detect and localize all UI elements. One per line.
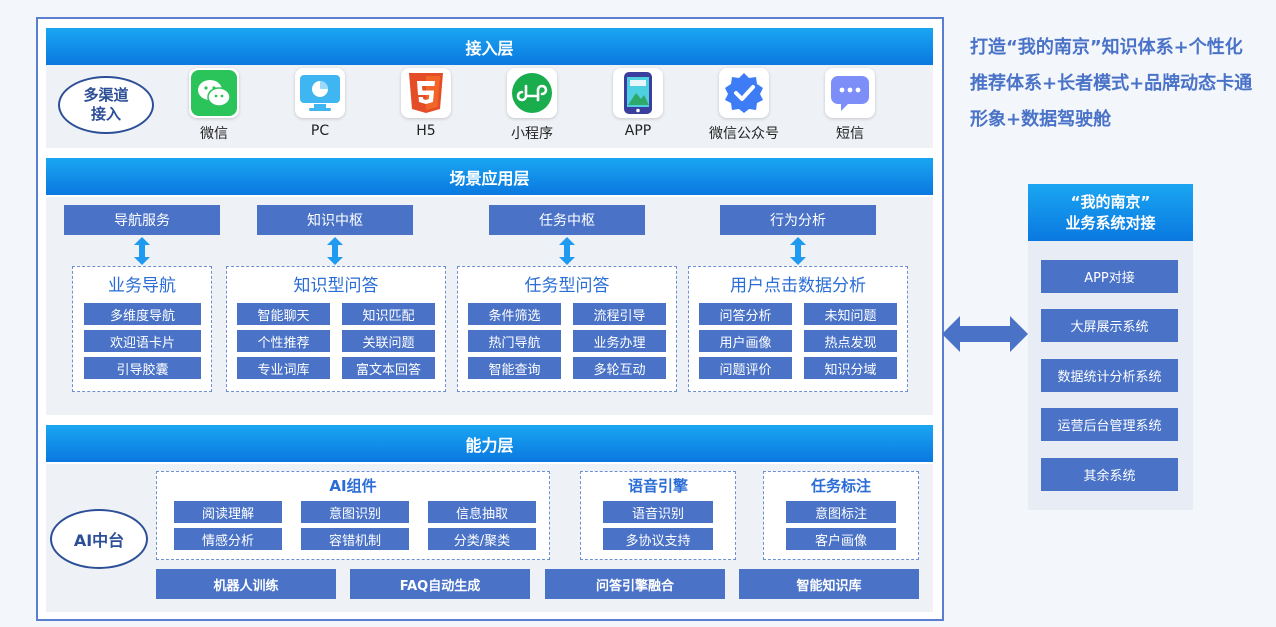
ability-item[interactable]: 阅读理解: [174, 501, 282, 523]
access-layer-header: 接入层: [46, 28, 933, 65]
integration-header: “我的南京” 业务系统对接: [1028, 184, 1193, 241]
scene-item[interactable]: 业务办理: [573, 330, 666, 352]
ability-item[interactable]: 分类/聚类: [428, 528, 536, 550]
scene-item[interactable]: 用户画像: [699, 330, 792, 352]
group-title: 业务导航: [108, 276, 176, 296]
scene-item[interactable]: 问题评价: [699, 357, 792, 379]
integration-panel: “我的南京” 业务系统对接 APP对接 大屏展示系统 数据统计分析系统 运营后台…: [1028, 184, 1193, 510]
double-arrow-vertical-icon: [559, 237, 575, 265]
ability-item[interactable]: 客户画像: [786, 528, 896, 550]
group-task-qa: 任务型问答 条件筛选 流程引导 热门导航 业务办理 智能查询 多轮互动: [457, 266, 677, 392]
channel-label: 短信: [836, 126, 864, 142]
group-title: 任务型问答: [524, 276, 610, 296]
group-click-data-analysis: 用户点击数据分析 问答分析 未知问题 用户画像 热点发现 问题评价 知识分域: [688, 266, 908, 392]
sms-bubble-icon: [825, 68, 875, 118]
mobile-app-icon: [613, 68, 663, 118]
channel-sms[interactable]: 短信: [815, 68, 885, 143]
access-layer-title: 接入层: [465, 38, 514, 58]
channel-label: H5: [416, 123, 436, 139]
group-title: 语音引擎: [627, 477, 688, 495]
scene-item[interactable]: 欢迎语卡片: [84, 330, 201, 352]
scene-layer-header: 场景应用层: [46, 158, 933, 195]
ability-item[interactable]: 情感分析: [174, 528, 282, 550]
scene-item[interactable]: 关联问题: [342, 330, 435, 352]
channel-h5[interactable]: H5: [391, 68, 461, 139]
integration-item[interactable]: 数据统计分析系统: [1041, 359, 1178, 392]
double-arrow-vertical-icon: [790, 237, 806, 265]
channel-pc[interactable]: PC: [285, 68, 355, 139]
html5-icon: [401, 68, 451, 118]
scene-item[interactable]: 个性推荐: [237, 330, 330, 352]
scene-item[interactable]: 多轮互动: [573, 357, 666, 379]
scene-item[interactable]: 知识匹配: [342, 303, 435, 325]
task-labeling-box: 任务标注 意图标注 客户画像: [763, 471, 919, 560]
scene-layer-title: 场景应用层: [449, 168, 530, 188]
ability-item[interactable]: 意图标注: [786, 501, 896, 523]
scene-item[interactable]: 条件筛选: [468, 303, 561, 325]
ability-item[interactable]: 意图识别: [301, 501, 409, 523]
integration-item[interactable]: 运营后台管理系统: [1041, 408, 1178, 441]
group-title: 知识型问答: [293, 276, 379, 296]
scene-item[interactable]: 富文本回答: [342, 357, 435, 379]
double-arrow-horizontal-icon: [942, 316, 1028, 352]
scene-item[interactable]: 热门导航: [468, 330, 561, 352]
smart-knowledge-base-button[interactable]: 智能知识库: [739, 569, 919, 599]
double-arrow-vertical-icon: [327, 237, 343, 265]
scene-item[interactable]: 未知问题: [804, 303, 897, 325]
scene-item[interactable]: 热点发现: [804, 330, 897, 352]
group-title: 任务标注: [810, 477, 871, 495]
scene-item[interactable]: 知识分域: [804, 357, 897, 379]
qa-engine-fusion-button[interactable]: 问答引擎融合: [545, 569, 725, 599]
ability-item[interactable]: 信息抽取: [428, 501, 536, 523]
scene-item[interactable]: 智能查询: [468, 357, 561, 379]
robot-training-button[interactable]: 机器人训练: [156, 569, 336, 599]
channel-label: APP: [624, 123, 652, 139]
integration-title-line1: “我的南京”: [1070, 192, 1151, 211]
group-title: AI组件: [329, 477, 377, 495]
headline-text: 打造“我的南京”知识体系+个性化推荐体系+长者模式+品牌动态卡通形象+数据驾驶舱: [970, 37, 1253, 130]
scene-item[interactable]: 专业词库: [237, 357, 330, 379]
ability-item[interactable]: 容错机制: [301, 528, 409, 550]
integration-item[interactable]: APP对接: [1041, 260, 1178, 293]
hub-behavior-analysis[interactable]: 行为分析: [720, 205, 876, 235]
ability-layer-header: 能力层: [46, 425, 933, 462]
integration-title-line2: 业务系统对接: [1065, 213, 1156, 232]
group-business-navigation: 业务导航 多维度导航 欢迎语卡片 引导胶囊: [72, 266, 212, 392]
channel-label: 微信: [200, 126, 228, 142]
verified-badge-icon: [719, 68, 769, 118]
channel-official-account[interactable]: 微信公众号: [709, 68, 779, 143]
double-arrow-vertical-icon: [134, 237, 150, 265]
ability-layer-title: 能力层: [465, 435, 514, 455]
channel-wechat[interactable]: 微信: [179, 68, 249, 143]
ability-item[interactable]: 语音识别: [603, 501, 713, 523]
channel-label: 微信公众号: [709, 126, 779, 142]
integration-item[interactable]: 其余系统: [1041, 458, 1178, 491]
channel-app[interactable]: APP: [603, 68, 673, 139]
scene-item[interactable]: 问答分析: [699, 303, 792, 325]
scene-item[interactable]: 流程引导: [573, 303, 666, 325]
pc-chart-icon: [295, 68, 345, 118]
faq-autogen-button[interactable]: FAQ自动生成: [350, 569, 530, 599]
hub-knowledge-center[interactable]: 知识中枢: [257, 205, 413, 235]
scene-item[interactable]: 引导胶囊: [84, 357, 201, 379]
channel-label: PC: [310, 123, 330, 139]
scene-item[interactable]: 多维度导航: [84, 303, 201, 325]
hub-task-center[interactable]: 任务中枢: [489, 205, 645, 235]
group-title: 用户点击数据分析: [730, 276, 866, 296]
voice-engine-box: 语音引擎 语音识别 多协议支持: [580, 471, 736, 560]
ai-components-box: AI组件 阅读理解 意图识别 信息抽取 情感分析 容错机制 分类/聚类: [156, 471, 550, 560]
channel-label: 小程序: [511, 126, 553, 142]
ability-item[interactable]: 多协议支持: [603, 528, 713, 550]
scene-item[interactable]: 智能聊天: [237, 303, 330, 325]
channel-mini-program[interactable]: 小程序: [497, 68, 567, 143]
integration-item[interactable]: 大屏展示系统: [1041, 309, 1178, 342]
group-knowledge-qa: 知识型问答 智能聊天 知识匹配 个性推荐 关联问题 专业词库 富文本回答: [226, 266, 446, 392]
mini-program-icon: [507, 68, 557, 118]
wechat-icon: [189, 68, 239, 118]
hub-navigation-service[interactable]: 导航服务: [64, 205, 220, 235]
multichannel-label: 多渠道 接入: [58, 76, 154, 134]
ai-platform-label: AI中台: [50, 509, 148, 569]
